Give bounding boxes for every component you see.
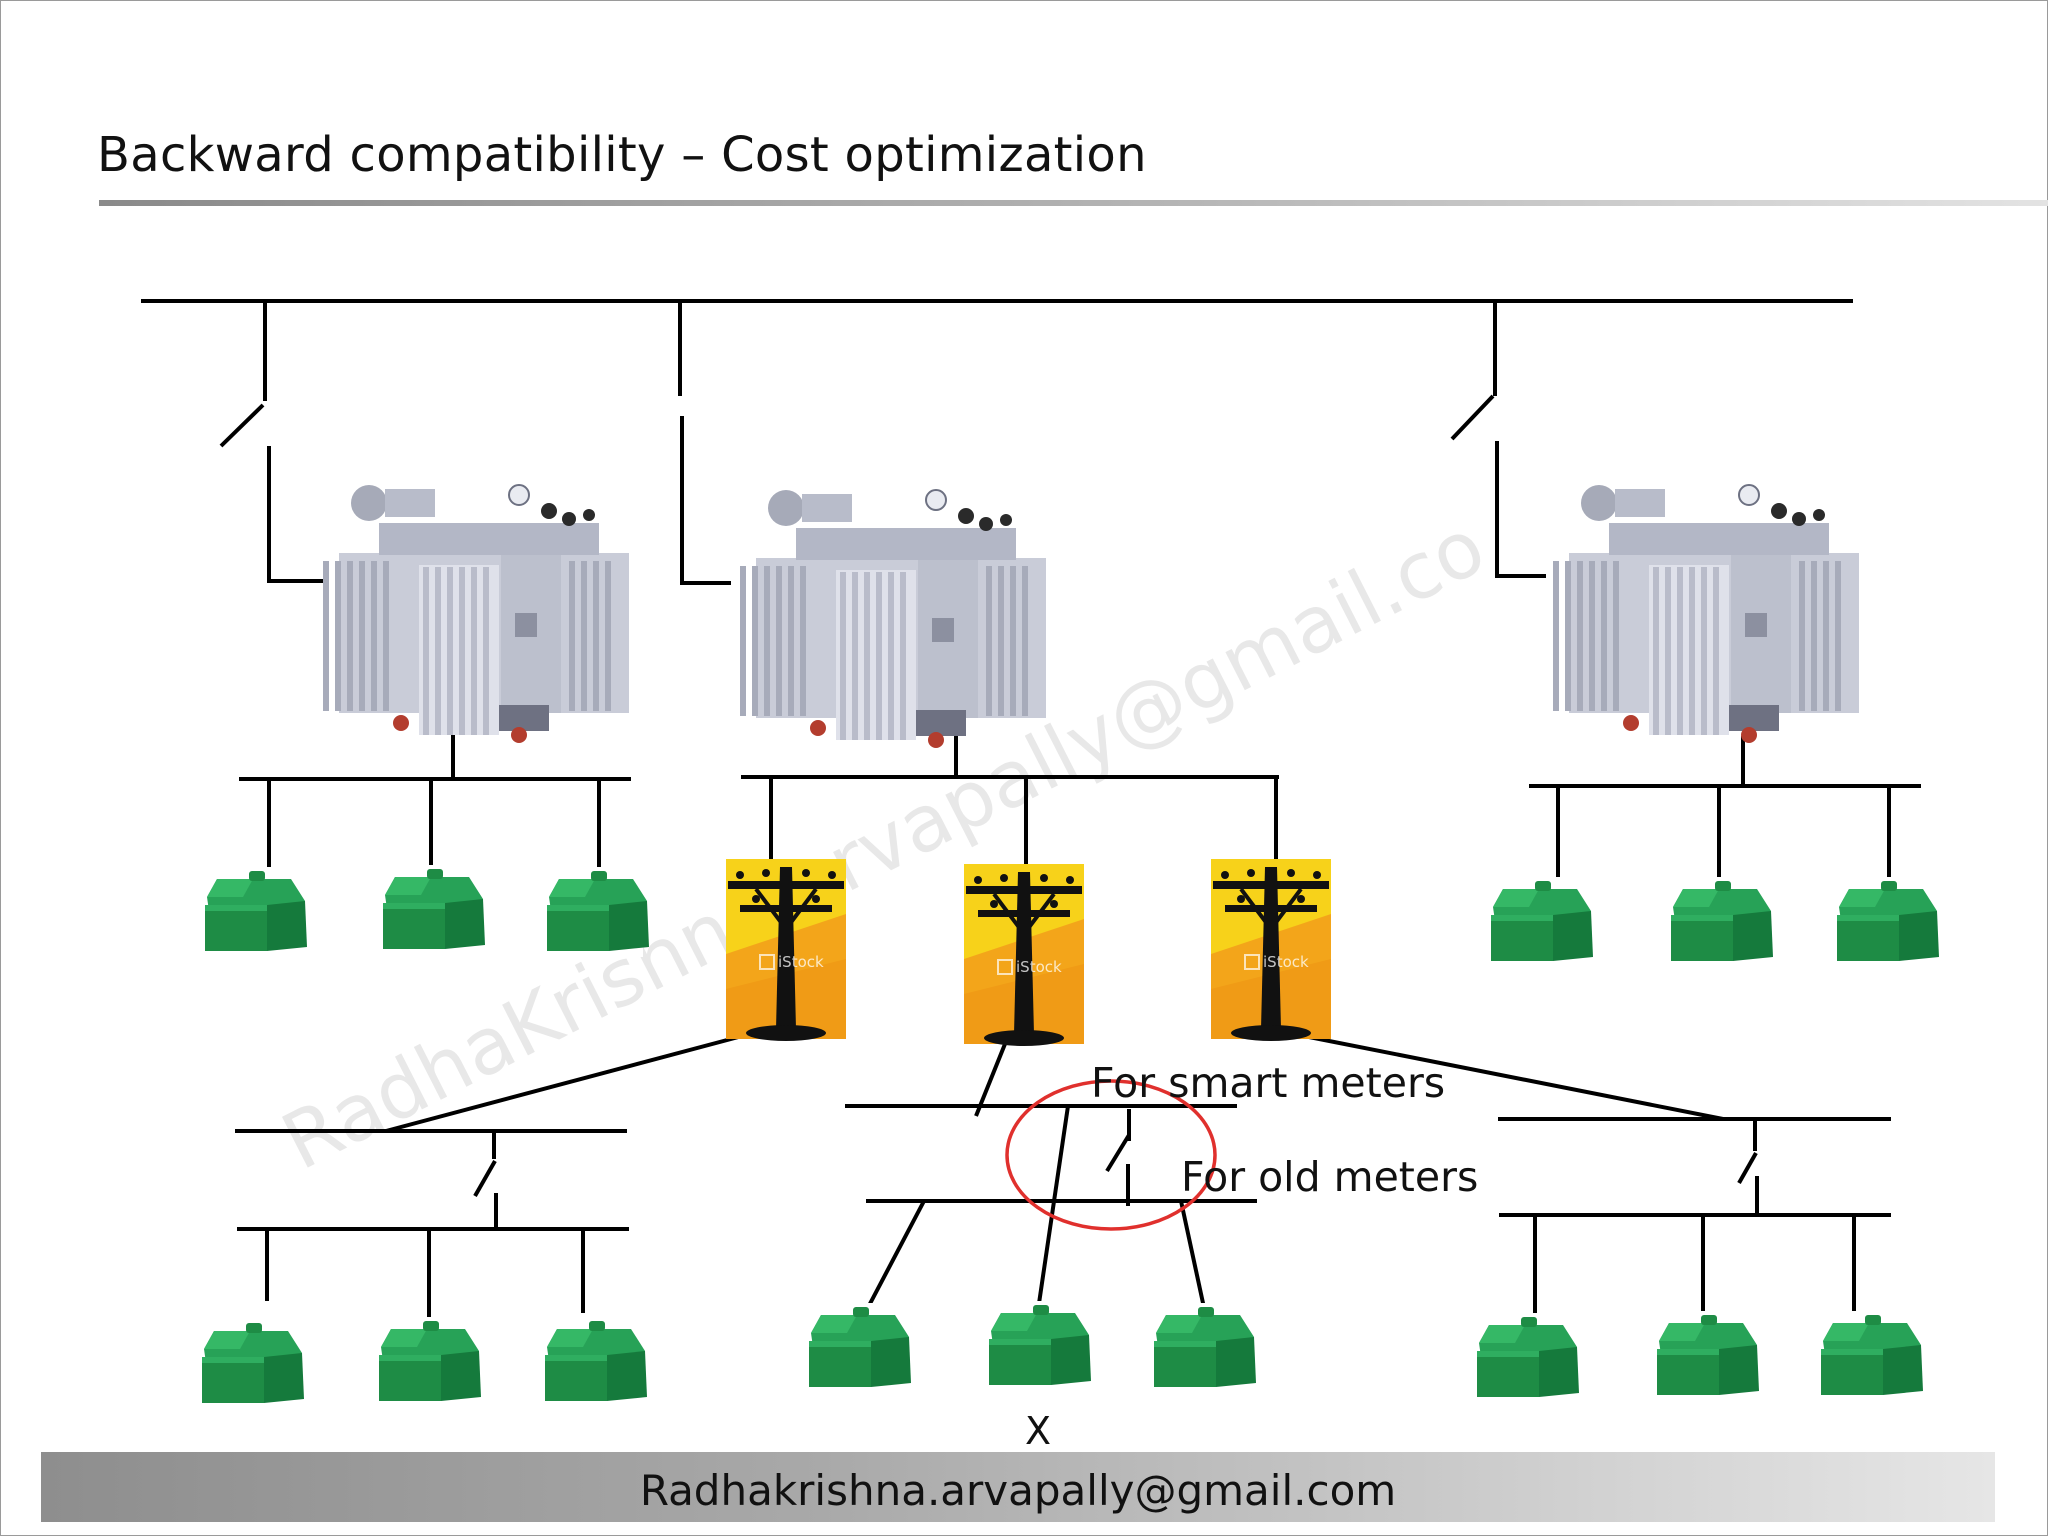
transformer-icon	[739, 489, 1047, 749]
transformer-icon	[1552, 484, 1860, 744]
house-icon	[989, 1301, 1091, 1391]
utility-pole-icon	[962, 862, 1086, 1048]
house-icon	[1657, 1311, 1759, 1401]
switch-icon	[1737, 1152, 1758, 1184]
house-icon	[1477, 1313, 1579, 1403]
house-icon	[545, 1317, 647, 1407]
footer-bar: Radhakrishna.arvapally@gmail.com	[41, 1452, 1995, 1522]
switch-icon	[1105, 1133, 1131, 1173]
highlight-circle	[1005, 1079, 1217, 1231]
house-icon	[1671, 877, 1773, 967]
cross-mark: X	[1025, 1409, 1052, 1453]
house-icon	[809, 1303, 911, 1393]
switch-icon	[473, 1160, 497, 1197]
house-icon	[1491, 877, 1593, 967]
circuit-lines	[141, 299, 1921, 1321]
house-icon	[379, 1317, 481, 1407]
switch-icon	[1450, 394, 1495, 441]
footer-email: Radhakrishna.arvapally@gmail.com	[639, 1466, 1397, 1515]
house-icon	[1154, 1303, 1256, 1393]
house-icon	[1837, 877, 1939, 967]
transformer-icon	[322, 484, 630, 744]
utility-pole-icon	[1209, 857, 1333, 1043]
house-icon	[1821, 1311, 1923, 1401]
old-meters-label: For old meters	[1181, 1153, 1479, 1201]
switch-icon	[219, 403, 265, 448]
utility-pole-icon	[724, 857, 848, 1043]
slide-title: Backward compatibility – Cost optimizati…	[97, 127, 1147, 183]
house-icon	[205, 867, 307, 957]
house-icon	[547, 867, 649, 957]
house-icon	[383, 865, 485, 955]
house-icon	[202, 1319, 304, 1409]
title-divider	[99, 200, 2048, 206]
smart-meters-label: For smart meters	[1091, 1059, 1446, 1107]
